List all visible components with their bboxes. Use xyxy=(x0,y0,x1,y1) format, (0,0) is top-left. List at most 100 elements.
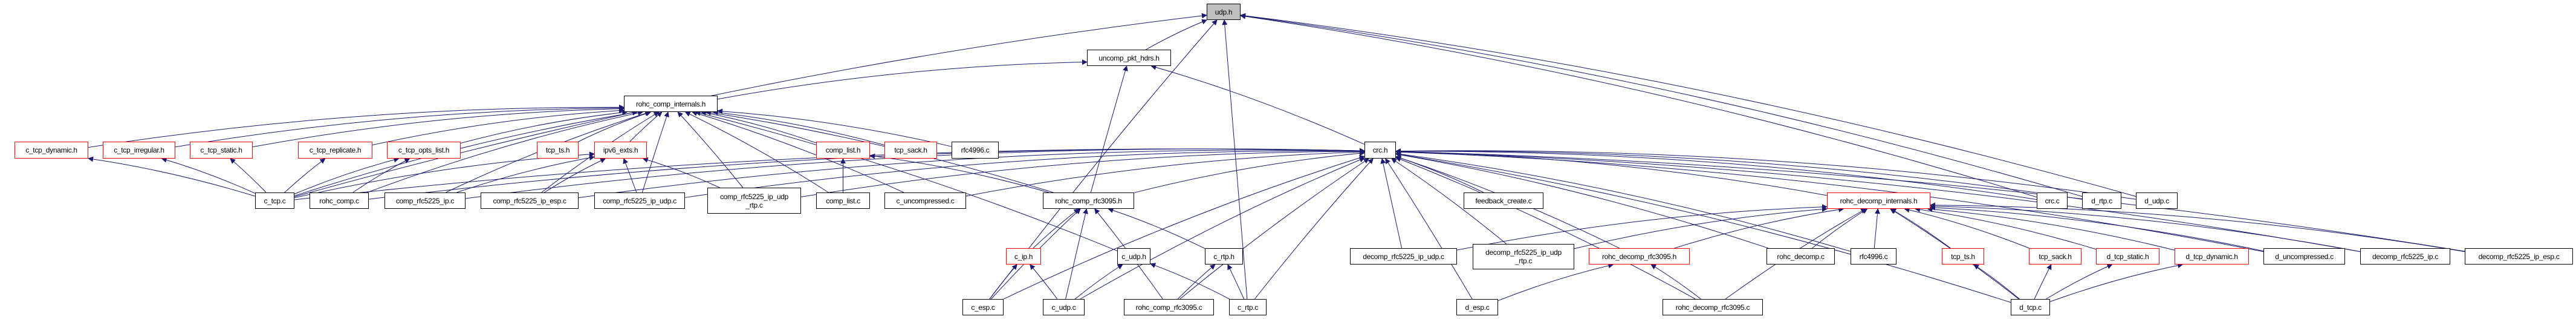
node-rohc-comp-rfc3095-c[interactable]: rohc_comp_rfc3095.c xyxy=(1124,299,1214,315)
node-label: feedback_create.c xyxy=(1475,196,1532,205)
edge-d-rtp-c-to-udp-h xyxy=(1240,13,2083,197)
edge-comp-rfc5225-ip-udp-rtp-c-to-crc-h xyxy=(800,148,1365,197)
edge-d-udp-c-to-udp-h xyxy=(1240,13,2136,197)
node-d-tcp-dynamic-h[interactable]: d_tcp_dynamic.h xyxy=(2175,248,2249,265)
node-rohc-decomp-c[interactable]: rohc_decomp.c xyxy=(1767,248,1835,265)
node-c-tcp-static-h[interactable]: c_tcp_static.h xyxy=(190,142,253,159)
node-d-esp-c[interactable]: d_esp.c xyxy=(1456,299,1498,315)
edge-rohc-comp-rfc3095-c-to-crc-h xyxy=(1179,158,1369,300)
node-comp-list-c[interactable]: comp_list.c xyxy=(816,192,870,209)
node-d-tcp-c[interactable]: d_tcp.c xyxy=(2011,299,2050,315)
node-rfc4996-c-c[interactable]: rfc4996.c xyxy=(952,142,999,159)
node-rohc-decomp-rfc3095-h[interactable]: rohc_decomp_rfc3095.h xyxy=(1589,248,1690,265)
node-c-udp-c[interactable]: c_udp.c xyxy=(1043,299,1085,315)
node-comp-rfc5225-ip-udp-rtp-c[interactable]: comp_rfc5225_ip_udp _rtp.c xyxy=(707,188,801,214)
node-label: ipv6_exts.h xyxy=(603,146,638,154)
node-rohc-comp-internals-h[interactable]: rohc_comp_internals.h xyxy=(624,96,718,112)
edge-comp-list-c-to-rohc-comp-internals-h xyxy=(684,111,829,193)
node-tcp-sack-h-d[interactable]: tcp_sack.h xyxy=(2029,248,2081,265)
node-label: c_tcp_dynamic.h xyxy=(25,146,77,154)
node-label: comp_list.h xyxy=(825,146,861,154)
node-c-tcp-opts-list-h[interactable]: c_tcp_opts_list.h xyxy=(387,142,461,159)
node-label: rfc4996.c xyxy=(1859,252,1888,261)
node-decomp-rfc5225-ip-udp-c[interactable]: decomp_rfc5225_ip_udp.c xyxy=(1350,248,1457,265)
node-c-tcp-irregular-h[interactable]: c_tcp_irregular.h xyxy=(103,142,175,159)
edge-c-uncompressed-c-to-crc-h xyxy=(965,149,1365,197)
node-crc-h[interactable]: crc.h xyxy=(1364,142,1396,159)
node-rohc-comp-rfc3095-h[interactable]: rohc_comp_rfc3095.h xyxy=(1043,192,1134,209)
edge-comp-rfc5225-ip-esp-c-to-ipv6-exts-h xyxy=(544,158,606,193)
node-label: comp_rfc5225_ip_esp.c xyxy=(493,196,566,205)
edge-d-tcp-c-to-crc-h xyxy=(1395,152,2011,303)
node-d-rtp-c[interactable]: d_rtp.c xyxy=(2082,192,2121,209)
node-decomp-rfc5225-ip-udp-rtp-c[interactable]: decomp_rfc5225_ip_udp _rtp.c xyxy=(1473,244,1574,269)
node-tcp-ts-h-c[interactable]: tcp_ts.h xyxy=(537,142,579,159)
node-c-rtp-c[interactable]: c_rtp.c xyxy=(1229,299,1267,315)
node-comp-rfc5225-ip-udp-c[interactable]: comp_rfc5225_ip_udp.c xyxy=(594,192,685,209)
node-c-uncompressed-c[interactable]: c_uncompressed.c xyxy=(884,192,966,209)
edge-rohc-comp-rfc3095-h-to-rohc-comp-internals-h xyxy=(705,110,1054,193)
edge-c-udp-c-to-c-udp-h xyxy=(1074,264,1123,300)
edge-c-esp-c-to-c-ip-h xyxy=(989,264,1017,300)
node-label: uncomp_pkt_hdrs.h xyxy=(1098,53,1160,62)
edge-c-tcp-c-to-c-tcp-replicate-h xyxy=(284,158,326,193)
node-c-rtp-h[interactable]: c_rtp.h xyxy=(1205,248,1243,265)
node-c-tcp-c[interactable]: c_tcp.c xyxy=(255,192,294,209)
node-label: d_udp.c xyxy=(2144,196,2169,205)
node-rfc4996-c-d[interactable]: rfc4996.c xyxy=(1851,248,1896,265)
node-c-tcp-replicate-h[interactable]: c_tcp_replicate.h xyxy=(298,142,372,159)
node-tcp-ts-h-d[interactable]: tcp_ts.h xyxy=(1942,248,1984,265)
node-label: rohc_comp.c xyxy=(319,196,359,205)
edge-rfc4996-c-d-to-rohc-decomp-internals-h xyxy=(1874,208,1880,249)
node-c-udp-h[interactable]: c_udp.h xyxy=(1117,248,1150,265)
node-label: c_udp.c xyxy=(1051,303,1076,312)
node-tcp-sack-h-c[interactable]: tcp_sack.h xyxy=(884,142,937,159)
edge-rohc-comp-rfc3095-c-to-c-rtp-h xyxy=(1177,264,1216,300)
edge-rohc-decomp-rfc3095-h-to-rohc-decomp-internals-h xyxy=(1674,206,1844,249)
node-label: crc.c xyxy=(2045,196,2060,205)
node-comp-rfc5225-ip-c[interactable]: comp_rfc5225_ip.c xyxy=(384,192,466,209)
node-label: c_tcp_opts_list.h xyxy=(398,146,450,154)
node-decomp-rfc5225-ip-c[interactable]: decomp_rfc5225_ip.c xyxy=(2360,248,2450,265)
node-c-ip-h[interactable]: c_ip.h xyxy=(1006,248,1041,265)
node-decomp-rfc5225-ip-esp-c[interactable]: decomp_rfc5225_ip_esp.c xyxy=(2465,248,2573,265)
edge-c-tcp-c-to-c-tcp-dynamic-h xyxy=(88,156,256,197)
edge-uncomp-pkt-hdrs-h-to-udp-h xyxy=(1146,19,1208,50)
node-rohc-decomp-rfc3095-c[interactable]: rohc_decomp_rfc3095.c xyxy=(1663,299,1763,315)
edge-c-uncompressed-c-to-rohc-comp-internals-h xyxy=(692,111,904,193)
edge-rohc-comp-c-to-c-tcp-opts-list-h xyxy=(352,158,410,193)
edge-c-tcp-opts-list-h-to-rohc-comp-internals-h xyxy=(460,110,628,144)
edge-c-ip-h-to-rohc-comp-rfc3095-h xyxy=(1033,208,1080,249)
node-label: rohc_decomp_rfc3095.h xyxy=(1601,252,1677,261)
node-d-uncompressed-c[interactable]: d_uncompressed.c xyxy=(2263,248,2345,265)
edge-comp-rfc5225-ip-udp-c-to-crc-h xyxy=(684,148,1365,198)
node-uncomp-pkt-hdrs-h[interactable]: uncomp_pkt_hdrs.h xyxy=(1087,50,1171,66)
edge-comp-rfc5225-ip-esp-c-to-crc-h xyxy=(578,148,1365,199)
node-feedback-create-c[interactable]: feedback_create.c xyxy=(1464,192,1543,209)
edge-crc-h-to-uncomp-pkt-hdrs-h xyxy=(1150,64,1365,145)
node-crc-c[interactable]: crc.c xyxy=(2037,192,2068,209)
node-d-tcp-static-h[interactable]: d_tcp_static.h xyxy=(2096,248,2159,265)
edge-tcp-sack-h-d-to-rohc-decomp-internals-h xyxy=(1904,207,2029,249)
edge-rohc-decomp-rfc3095-c-to-rohc-decomp-rfc3095-h xyxy=(1650,264,1701,300)
edge-c-rtp-c-to-c-udp-h xyxy=(1150,263,1230,300)
node-comp-list-h[interactable]: comp_list.h xyxy=(816,142,870,159)
edge-d-esp-c-to-crc-h xyxy=(1385,158,1473,300)
edge-c-esp-c-to-crc-h xyxy=(1003,155,1365,300)
edge-d-uncompressed-c-to-rohc-decomp-internals-h xyxy=(1930,205,2264,252)
node-comp-rfc5225-ip-esp-c[interactable]: comp_rfc5225_ip_esp.c xyxy=(481,192,579,209)
node-ipv6-exts-h[interactable]: ipv6_exts.h xyxy=(594,142,647,159)
node-label: c_tcp_irregular.h xyxy=(114,146,164,154)
node-c-esp-c[interactable]: c_esp.c xyxy=(962,299,1004,315)
edge-decomp-rfc5225-ip-udp-rtp-c-to-rohc-decomp-internals-h xyxy=(1574,206,1828,249)
node-d-udp-c[interactable]: d_udp.c xyxy=(2136,192,2178,209)
node-label: decomp_rfc5225_ip_udp _rtp.c xyxy=(1485,248,1562,265)
node-rohc-decomp-internals-h[interactable]: rohc_decomp_internals.h xyxy=(1827,192,1930,209)
edge-rohc-decomp-c-to-rohc-decomp-internals-h xyxy=(1812,208,1868,249)
node-rohc-comp-c[interactable]: rohc_comp.c xyxy=(310,192,369,209)
edge-rohc-decomp-c-to-crc-h xyxy=(1395,152,1769,249)
node-c-tcp-dynamic-h[interactable]: c_tcp_dynamic.h xyxy=(15,142,88,159)
edge-c-rtp-h-to-rohc-comp-rfc3095-h xyxy=(1108,208,1205,249)
edge-crc-c-to-crc-h xyxy=(1395,148,2037,200)
